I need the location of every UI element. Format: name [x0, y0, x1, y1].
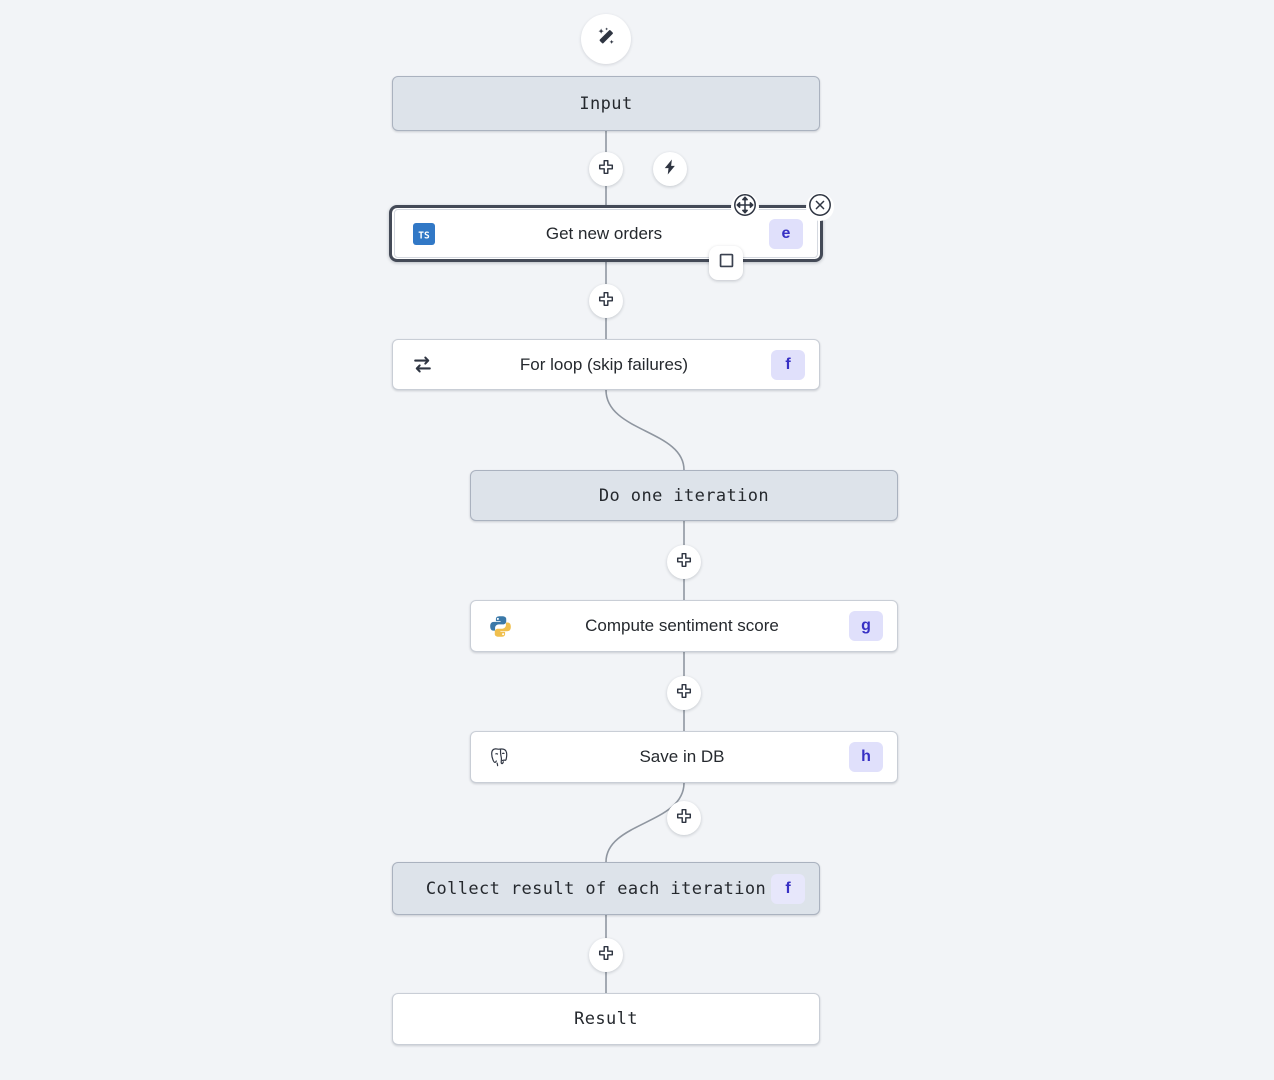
- python-icon: [485, 611, 515, 641]
- node-save-in-db[interactable]: Save in DB h: [470, 731, 898, 783]
- trigger-lightning-button[interactable]: [653, 152, 687, 186]
- node-compute-sentiment-score-label: Compute sentiment score: [585, 616, 779, 635]
- node-input[interactable]: Input: [392, 76, 820, 131]
- node-compute-sentiment-score-shortcut-badge[interactable]: g: [849, 611, 883, 641]
- node-collect-result-shortcut-badge[interactable]: f: [771, 873, 805, 904]
- edge-for-loop-to-do-one-iteration: [605, 389, 685, 471]
- node-save-in-db-label: Save in DB: [639, 747, 725, 766]
- node-for-loop-shortcut-badge[interactable]: f: [771, 349, 805, 380]
- node-collect-result[interactable]: Collect result of each iteration f: [392, 862, 820, 915]
- add-step-button-after-get-new-orders[interactable]: [589, 284, 623, 318]
- plus-icon: [675, 551, 693, 574]
- close-node-button[interactable]: [806, 193, 834, 221]
- node-result-label: Result: [574, 1009, 638, 1029]
- node-get-new-orders[interactable]: TS Get new orders e: [389, 205, 823, 262]
- postgresql-icon: [485, 742, 515, 772]
- node-result[interactable]: Result: [392, 993, 820, 1045]
- node-compute-sentiment-score[interactable]: Compute sentiment score g: [470, 600, 898, 652]
- ai-magic-button[interactable]: [581, 14, 631, 64]
- add-step-button-after-compute-sentiment-score[interactable]: [667, 676, 701, 710]
- add-step-button-after-collect-result[interactable]: [589, 938, 623, 972]
- node-do-one-iteration-label: Do one iteration: [598, 485, 770, 506]
- plus-icon: [675, 807, 693, 830]
- node-for-loop-label: For loop (skip failures): [519, 354, 689, 374]
- lightning-bolt-icon: [661, 158, 679, 181]
- add-step-button-after-do-one-iteration[interactable]: [667, 545, 701, 579]
- move-handle-button[interactable]: [731, 193, 759, 221]
- node-for-loop[interactable]: For loop (skip failures) f: [392, 339, 820, 390]
- node-input-label: Input: [579, 93, 633, 114]
- node-get-new-orders-label: Get new orders: [545, 223, 663, 243]
- magic-wand-icon: [593, 24, 619, 55]
- loop-icon: [407, 350, 437, 380]
- node-get-new-orders-shortcut-badge[interactable]: e: [769, 218, 803, 249]
- node-do-one-iteration[interactable]: Do one iteration: [470, 470, 898, 521]
- branch-node-button[interactable]: [709, 246, 743, 280]
- add-step-button-after-save-in-db[interactable]: [667, 801, 701, 835]
- node-save-in-db-shortcut-badge[interactable]: h: [849, 742, 883, 772]
- plus-icon: [597, 158, 615, 181]
- square-outline-icon: [718, 252, 735, 274]
- typescript-icon: TS: [409, 219, 439, 249]
- node-collect-result-label: Collect result of each iteration: [425, 878, 767, 899]
- svg-text:TS: TS: [418, 230, 430, 241]
- move-arrows-icon: [733, 193, 757, 222]
- plus-icon: [597, 944, 615, 967]
- close-circle-icon: [808, 193, 832, 222]
- plus-icon: [597, 290, 615, 313]
- add-step-button-after-input[interactable]: [589, 152, 623, 186]
- plus-icon: [675, 682, 693, 705]
